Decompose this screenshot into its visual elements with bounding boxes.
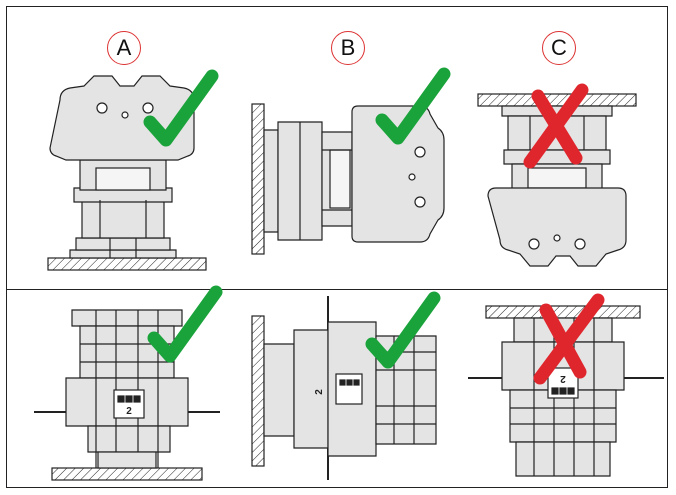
mounting-surface bbox=[485, 305, 641, 319]
module-number-label: 2 bbox=[560, 373, 566, 384]
panel-b-top-device bbox=[251, 103, 445, 255]
check-mark-icon bbox=[375, 67, 451, 145]
column-label-b: B bbox=[331, 31, 365, 65]
check-mark-icon bbox=[143, 69, 219, 147]
cross-mark-icon bbox=[533, 293, 605, 385]
mounting-surface bbox=[251, 103, 265, 255]
column-label-a: A bbox=[107, 31, 141, 65]
check-mark-icon bbox=[365, 291, 441, 369]
panel-a-top-device bbox=[47, 75, 207, 271]
cross-mark-icon bbox=[523, 83, 589, 169]
panel-c-bottom-device bbox=[468, 305, 664, 477]
check-mark-icon bbox=[147, 285, 223, 363]
row-divider bbox=[7, 289, 667, 290]
mounting-surface bbox=[47, 257, 207, 271]
mounting-surface bbox=[251, 315, 265, 467]
panel-b-bottom-device bbox=[251, 296, 437, 480]
mounting-surface bbox=[51, 467, 203, 481]
module-number-label: 2 bbox=[126, 406, 132, 417]
mounting-surface bbox=[477, 93, 637, 107]
column-label-c: C bbox=[542, 31, 576, 65]
module-number-label: 2 bbox=[314, 389, 325, 395]
